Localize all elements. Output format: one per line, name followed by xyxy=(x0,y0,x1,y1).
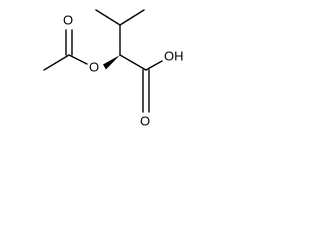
bond-isopropyl-right-methyl xyxy=(119,9,145,26)
bond-alpha-to-carboxyl-carbon xyxy=(119,54,147,71)
acetyl-carbonyl-oxygen-label: O xyxy=(63,12,73,27)
bond-carboxyl-to-hydroxyl xyxy=(145,60,163,71)
bond-isopropyl-left-methyl xyxy=(95,9,121,26)
ester-oxygen-label: O xyxy=(89,59,99,74)
wedge-stereo-bond xyxy=(103,55,120,70)
hydroxyl-label: OH xyxy=(164,48,184,63)
bond-acetyl-methyl xyxy=(43,54,70,71)
structural-formula: O O OH O xyxy=(43,9,184,128)
acid-carbonyl-oxygen-label: O xyxy=(140,113,150,128)
bond-ester-oxygen-to-acetyl-carbon xyxy=(68,54,88,65)
